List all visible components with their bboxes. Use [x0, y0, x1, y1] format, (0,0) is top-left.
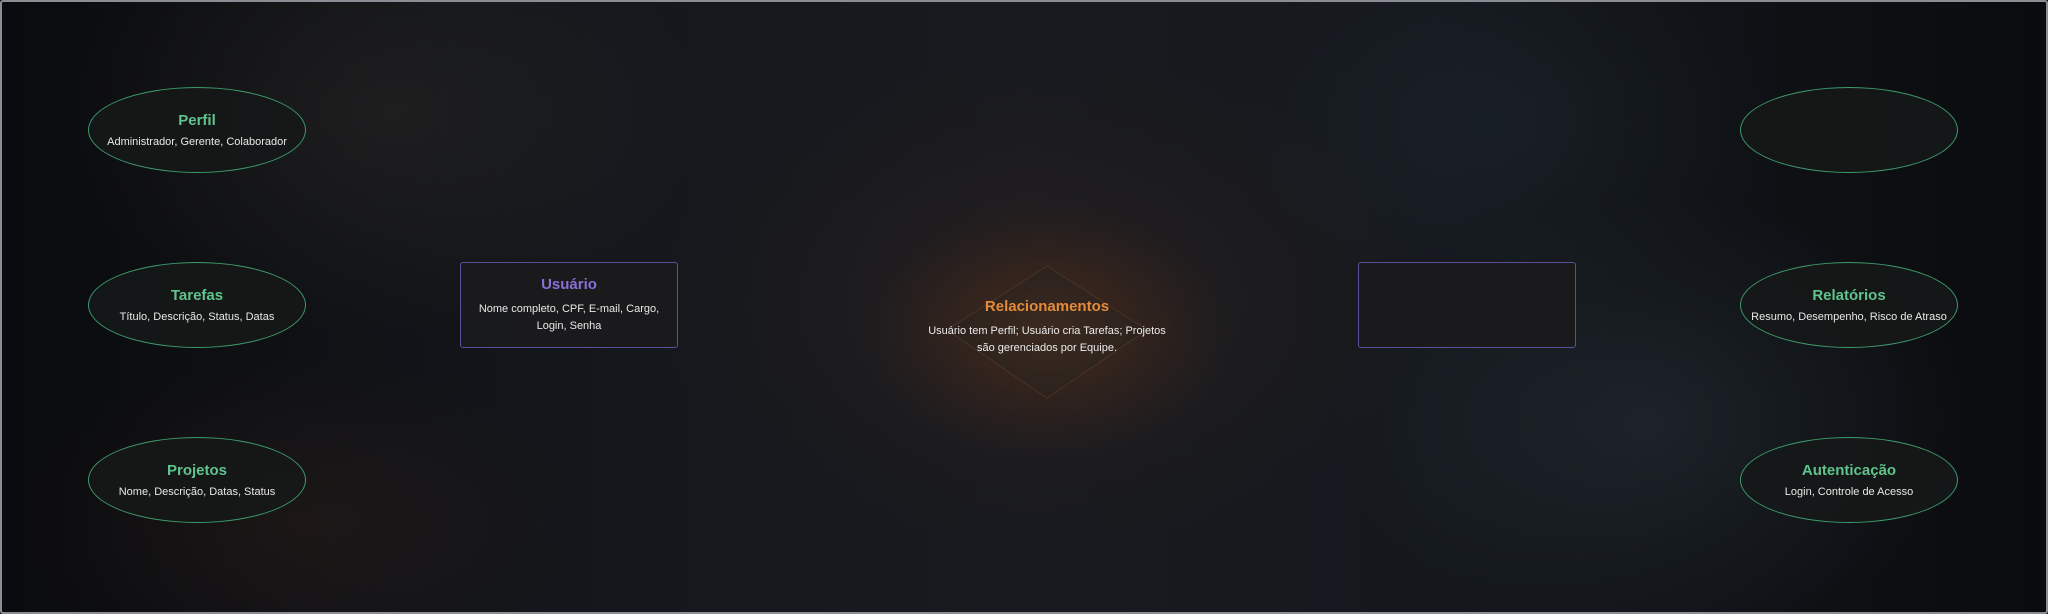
- node-description-line: são gerenciados por Equipe.: [976, 342, 1118, 354]
- node-title: Projetos: [166, 462, 227, 479]
- relationship-node-relacionamentos[interactable]: Relacionamentos Usuário tem Perfil; Usuá…: [922, 262, 1172, 402]
- attribute-node-perfil[interactable]: Perfil Administrador, Gerente, Colaborad…: [88, 87, 306, 173]
- attribute-node-blank[interactable]: [1740, 87, 1958, 173]
- node-description: Resumo, Desempenho, Risco de Atraso: [1751, 311, 1947, 323]
- node-title: Tarefas: [170, 287, 224, 304]
- entity-node-blank[interactable]: [1358, 262, 1576, 348]
- attribute-node-autenticacao[interactable]: Autenticação Login, Controle de Acesso: [1740, 437, 1958, 523]
- node-title: Relatórios: [1812, 287, 1886, 304]
- node-description: Usuário tem Perfil; Usuário cria Tarefas…: [922, 323, 1172, 357]
- diamond-shape: [946, 265, 1148, 399]
- node-title: Relacionamentos: [984, 298, 1110, 315]
- node-description: Nome completo, CPF, E-mail, Cargo, Login…: [478, 302, 660, 332]
- attribute-node-tarefas[interactable]: Tarefas Título, Descrição, Status, Datas: [88, 262, 306, 348]
- node-description: Administrador, Gerente, Colaborador: [107, 136, 287, 148]
- node-title: Usuário: [541, 275, 597, 293]
- node-description: Nome, Descrição, Datas, Status: [118, 486, 276, 498]
- attribute-node-projetos[interactable]: Projetos Nome, Descrição, Datas, Status: [88, 437, 306, 523]
- node-title: Perfil: [178, 112, 216, 129]
- node-description: Título, Descrição, Status, Datas: [119, 311, 275, 323]
- node-description-line: Usuário tem Perfil; Usuário cria Tarefas…: [928, 325, 1166, 337]
- attribute-node-relatorios[interactable]: Relatórios Resumo, Desempenho, Risco de …: [1740, 262, 1958, 348]
- node-description: Login, Controle de Acesso: [1784, 486, 1914, 498]
- node-title: Autenticação: [1801, 462, 1897, 479]
- entity-node-usuario[interactable]: Usuário Nome completo, CPF, E-mail, Carg…: [460, 262, 678, 348]
